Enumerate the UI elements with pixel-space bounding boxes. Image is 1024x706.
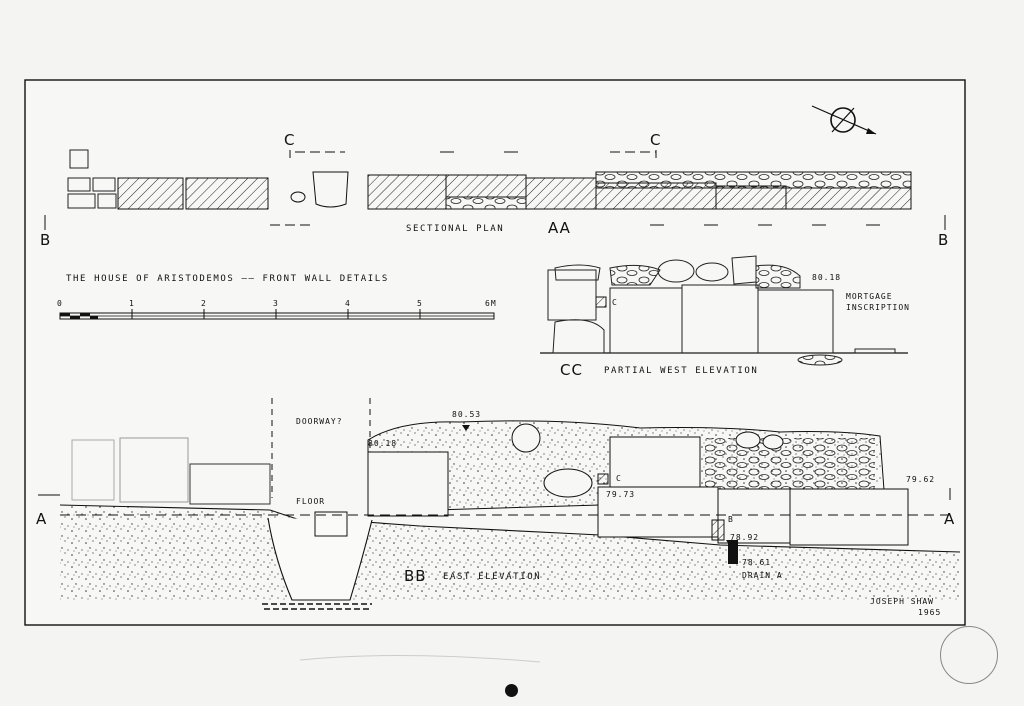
east-elevation-drawing [38,398,961,610]
elevation-80-53: 80.53 [452,410,482,419]
mortgage-inscription-note: MORTGAGE INSCRIPTION [846,292,910,312]
west-elevation-code: CC [560,361,583,379]
elevation-80-18: 80.18 [368,439,398,448]
scale-tick-4: 4 [345,299,351,308]
scale-tick-3: 3 [273,299,279,308]
marker-b: B [728,515,734,524]
scale-tick-6m: 6M [485,299,497,308]
elevation-79-62: 79.62 [906,475,936,484]
author-name: JOSEPH SHAW [870,597,934,606]
scale-tick-0: 0 [57,299,63,308]
doorway-label: DOORWAY? [296,417,343,426]
datum-marker-a-left: A [36,510,48,528]
pencil-annotation [299,654,541,663]
elevation-78-92: 78.92 [730,533,760,542]
west-elevation-label: PARTIAL WEST ELEVATION [604,366,759,376]
drawing-title: THE HOUSE OF ARISTODEMOS —— FRONT WALL D… [66,274,389,284]
scale-tick-1: 1 [129,299,135,308]
marker-c: C [616,474,622,483]
registration-dot [505,684,518,697]
section-marker-c-left: C [284,131,296,149]
archive-stamp [940,626,998,684]
north-arrow-icon [811,105,877,135]
drawing-year: 1965 [918,608,942,617]
floor-label: FLOOR [296,497,326,506]
section-marker-c-right: C [650,131,662,149]
west-elevation-drawing [540,255,908,366]
datum-marker-a-right: A [944,510,956,528]
scale-tick-2: 2 [201,299,207,308]
plan-code: AA [548,219,571,237]
elevation-79-73: 79.73 [606,490,636,499]
drain-label: DRAIN A [742,571,783,580]
east-elevation-label: EAST ELEVATION [443,572,542,582]
section-marker-b-right: B [938,231,950,249]
section-marker-b-left: B [40,231,52,249]
scale-tick-5: 5 [417,299,423,308]
plan-label: SECTIONAL PLAN [406,224,505,234]
west-elevation-value: 80.18 [812,273,842,282]
sectional-plan [44,149,946,230]
scale-bar [59,309,495,320]
east-elevation-code: BB [404,567,427,585]
elevation-78-61: 78.61 [742,558,772,567]
west-elevation-marker-c: C [612,298,618,307]
